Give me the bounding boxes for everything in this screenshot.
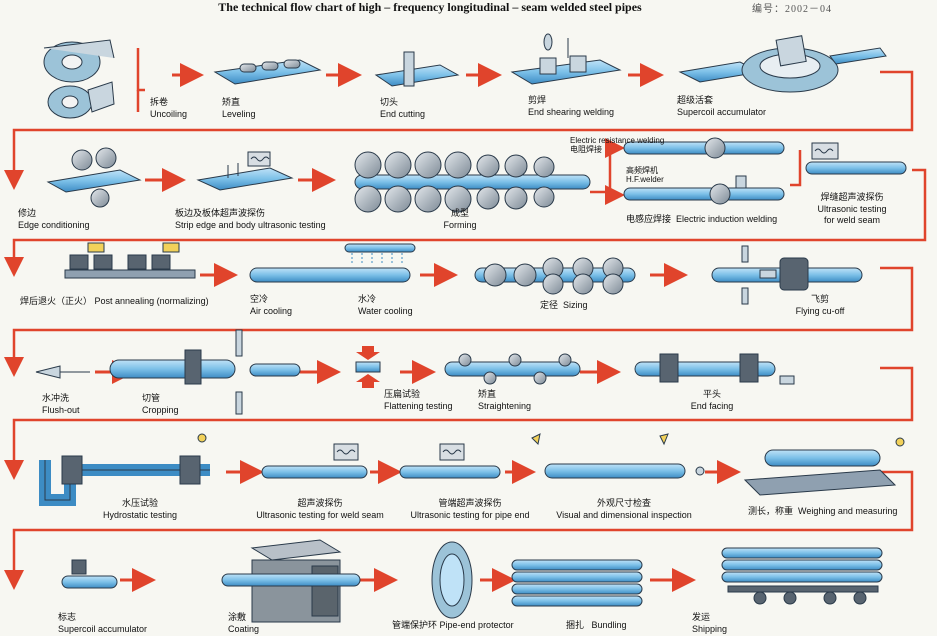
uncoiling-illustration: [43, 39, 115, 119]
flush-out-illustration: [35, 365, 90, 379]
shipping-illustration: [721, 547, 883, 605]
flow-connector-lines: [4, 48, 927, 590]
hydrostatic-testing-illustration: [39, 433, 210, 506]
step-weighing-label: 测长，称重 Weighing and measuring: [748, 506, 898, 517]
straightening-illustration: [444, 353, 581, 385]
leveling-illustration: [213, 59, 322, 85]
step-pipe-end-protector-label: 管端保护环 Pipe-end protector: [392, 620, 514, 631]
end-shearing-welding-illustration: [510, 33, 622, 85]
hf-welder-illustration: [623, 137, 785, 205]
marking-illustration: [61, 559, 118, 589]
forming-illustration: [354, 151, 591, 213]
edge-conditioning-illustration: [46, 147, 142, 208]
end-cutting-illustration: [374, 51, 460, 87]
step-electric-induction-welding-label: 电感应焊接 Electric induction welding: [626, 214, 778, 225]
visual-inspection-illustration: [531, 433, 705, 479]
pipe-end-ultrasonic-illustration: [399, 443, 501, 479]
post-annealing-illustration: [64, 242, 196, 279]
pipe-end-protector-illustration: [431, 541, 473, 619]
document-code: 编号：2002－04: [752, 4, 832, 15]
water-cooling-illustration: [344, 243, 416, 265]
weighing-illustration: [743, 437, 905, 496]
page-title: The technical flow chart of high – frequ…: [218, 0, 642, 14]
coating-illustration: [221, 539, 361, 623]
step-bundling-label: 捆扎 Bundling: [566, 620, 627, 631]
weld-ultrasonic-2-illustration: [261, 443, 368, 479]
cropping-illustration: [109, 329, 301, 415]
bundling-illustration: [511, 559, 643, 607]
strip-ultrasonic-illustration: [196, 151, 294, 191]
sizing-illustration: [474, 257, 636, 295]
step-post-annealing-label: 焊后退火（正火） Post annealing (normalizing): [20, 296, 209, 307]
flying-cutoff-illustration: [711, 245, 863, 305]
supercoil-accumulator-illustration: [678, 35, 887, 93]
flattening-testing-illustration: [355, 346, 381, 388]
air-cooling-illustration: [249, 267, 411, 283]
end-facing-illustration: [634, 353, 795, 385]
step-sizing-label: 定径 Sizing: [540, 300, 588, 311]
weld-ultrasonic-illustration: [805, 142, 907, 175]
